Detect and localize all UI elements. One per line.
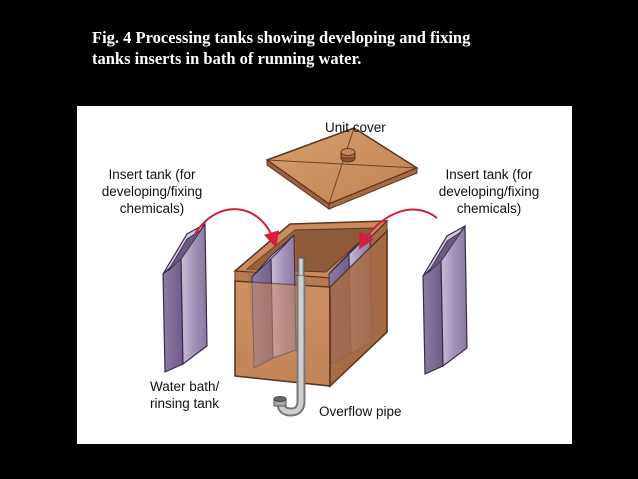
label-water-bath: Water bath/ rinsing tank (150, 379, 220, 411)
insert-tank-left (162, 222, 208, 373)
label-insert-right-line-1: Insert tank (for (445, 167, 533, 182)
label-insert-right: Insert tank (for developing/fixing chemi… (439, 167, 540, 216)
overflow-pipe (273, 257, 306, 417)
label-water-bath-line-2: rinsing tank (150, 396, 219, 411)
processing-tanks-diagram: Unit cover Insert tank (for developing/f… (102, 120, 540, 419)
title-line-2: tanks inserts in bath of running water. (92, 49, 362, 68)
label-insert-left-line-1: Insert tank (for (108, 167, 196, 182)
label-unit-cover: Unit cover (325, 120, 386, 135)
label-insert-right-line-3: chemicals) (457, 201, 522, 216)
label-water-bath-line-1: Water bath/ (150, 379, 220, 394)
arrow-right-insert (359, 208, 438, 250)
label-insert-left-line-2: developing/fixing (102, 184, 203, 199)
diagram-panel: Unit cover Insert tank (for developing/f… (77, 106, 572, 444)
label-overflow-pipe: Overflow pipe (319, 404, 402, 419)
unit-cover (265, 127, 419, 210)
label-insert-right-line-2: developing/fixing (439, 184, 540, 199)
arrow-left-insert (194, 208, 280, 248)
title-line-1: Fig. 4 Processing tanks showing developi… (92, 28, 471, 47)
slide-title: Fig. 4 Processing tanks showing developi… (92, 27, 612, 69)
label-insert-left: Insert tank (for developing/fixing chemi… (102, 167, 203, 216)
label-insert-left-line-3: chemicals) (120, 201, 185, 216)
insert-tank-right (422, 224, 468, 375)
water-bath-front-wall (234, 229, 388, 388)
